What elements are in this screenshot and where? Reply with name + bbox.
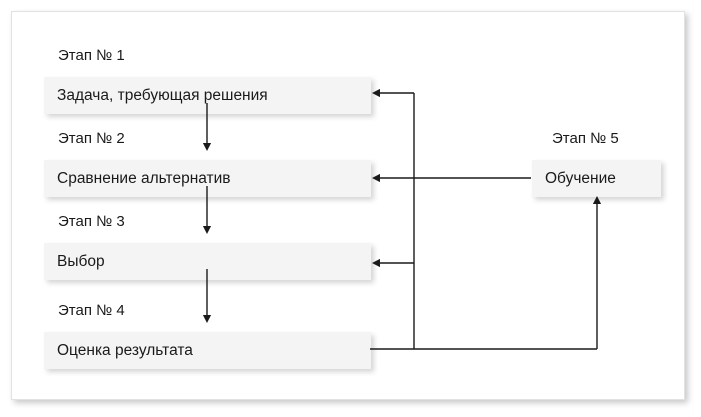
stage-label-1: Этап № 1: [58, 47, 125, 64]
stage-label-4: Этап № 4: [58, 302, 125, 319]
flow-box-learning-text: Обучение: [545, 169, 616, 187]
flow-box-result-evaluation-text: Оценка результата: [57, 341, 193, 359]
stage-label-5: Этап № 5: [552, 130, 619, 147]
flow-box-problem[interactable]: Задача, требующая решения: [44, 77, 371, 114]
flow-box-choice-text: Выбор: [57, 252, 105, 270]
flow-box-result-evaluation[interactable]: Оценка результата: [44, 332, 371, 369]
diagram-panel: Этап № 1 Этап № 2 Этап № 3 Этап № 4 Этап…: [11, 11, 685, 400]
stage-label-2: Этап № 2: [58, 130, 125, 147]
flow-box-learning[interactable]: Обучение: [532, 160, 661, 197]
flow-box-compare-alternatives[interactable]: Сравнение альтернатив: [44, 160, 371, 197]
flow-box-problem-text: Задача, требующая решения: [57, 86, 268, 104]
stage-label-3: Этап № 3: [58, 213, 125, 230]
flow-box-compare-alternatives-text: Сравнение альтернатив: [57, 169, 231, 187]
flow-box-choice[interactable]: Выбор: [44, 243, 371, 280]
